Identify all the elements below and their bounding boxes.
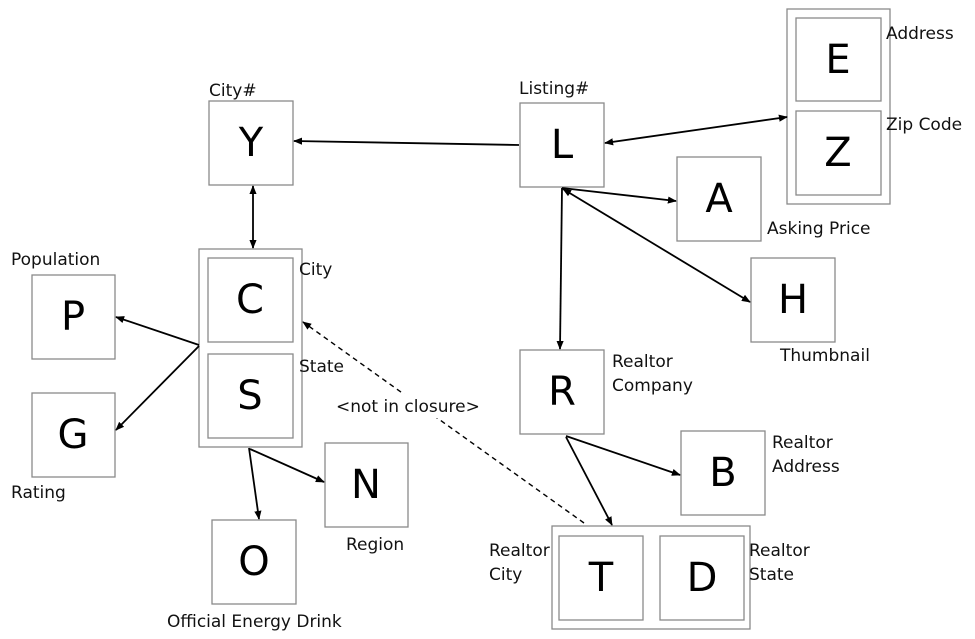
node-c: C	[207, 257, 294, 343]
node-p: P	[31, 274, 116, 360]
edge-l-to-r	[556, 187, 564, 350]
caption-asking-price: Asking Price	[767, 219, 871, 239]
caption-realtor-company-line2: Company	[612, 376, 693, 396]
node-c-label: C	[236, 277, 264, 323]
node-s-label: S	[237, 373, 262, 419]
caption-rating: Rating	[11, 483, 66, 503]
edge-l-to-ez	[604, 114, 788, 146]
edge-l-to-y	[293, 137, 520, 146]
node-t-label: T	[588, 555, 614, 601]
node-a-label: A	[705, 176, 733, 222]
node-r: R	[519, 349, 605, 435]
node-l: L	[519, 102, 605, 188]
node-t: T	[558, 535, 644, 621]
edge-td-to-c-dashed	[302, 321, 585, 524]
caption-realtor-city-line2: City	[489, 565, 522, 585]
node-d-label: D	[687, 555, 718, 601]
node-n: N	[324, 442, 409, 528]
node-e: E	[795, 17, 882, 102]
caption-population: Population	[11, 250, 100, 270]
node-o: O	[211, 519, 297, 605]
node-b-label: B	[709, 450, 736, 496]
caption-official-energy-drink: Official Energy Drink	[167, 612, 342, 632]
node-d: D	[659, 535, 745, 621]
node-s: S	[207, 353, 294, 439]
caption-thumbnail: Thumbnail	[779, 346, 870, 366]
caption-realtor-address-line1: Realtor	[772, 433, 833, 453]
node-n-label: N	[351, 462, 381, 508]
node-h: H	[750, 257, 836, 343]
caption-listing-num: Listing#	[519, 79, 589, 99]
node-r-label: R	[548, 369, 576, 415]
edge-cs-to-g	[115, 345, 200, 431]
edge-r-to-b	[565, 435, 681, 476]
node-o-label: O	[238, 539, 269, 585]
node-b: B	[680, 430, 766, 516]
caption-region: Region	[346, 535, 404, 555]
node-g: G	[31, 392, 116, 478]
caption-zip-code: Zip Code	[886, 115, 962, 135]
node-g-label: G	[58, 412, 89, 458]
edge-cs-to-n	[249, 448, 325, 483]
node-a: A	[676, 156, 762, 242]
caption-not-in-closure: <not in closure>	[336, 397, 480, 417]
not-in-closure-label-background	[332, 394, 492, 418]
caption-realtor-city-line1: Realtor	[489, 541, 550, 561]
node-z-label: Z	[824, 130, 851, 176]
caption-realtor-address-line2: Address	[772, 457, 840, 477]
caption-realtor-state-line2: State	[749, 565, 794, 585]
caption-realtor-company-line1: Realtor	[612, 352, 673, 372]
node-p-label: P	[61, 294, 85, 340]
node-z: Z	[795, 110, 882, 196]
node-e-label: E	[825, 37, 850, 83]
caption-address: Address	[886, 24, 954, 44]
edge-cs-to-o	[248, 447, 262, 520]
edge-l-to-h	[562, 188, 751, 303]
caption-state: State	[299, 357, 344, 377]
node-h-label: H	[778, 277, 808, 323]
caption-realtor-state-line1: Realtor	[749, 541, 810, 561]
node-y-label: Y	[238, 120, 264, 166]
caption-city: City	[299, 260, 332, 280]
edge-cs-to-p	[115, 316, 200, 346]
node-l-label: L	[551, 122, 574, 168]
node-y: Y	[208, 100, 294, 186]
edge-r-to-td	[565, 436, 613, 526]
caption-city-num: City#	[209, 81, 257, 101]
